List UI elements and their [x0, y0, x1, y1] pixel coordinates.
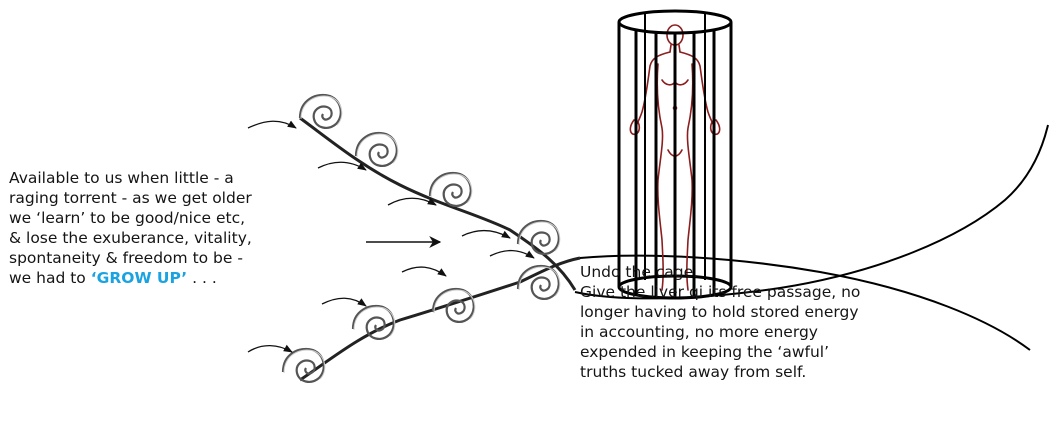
spiral-wave-icon: [356, 133, 398, 166]
right-caption-line: Undo the cage.: [580, 262, 860, 282]
flow-arrow-icon: [402, 267, 446, 276]
right-caption-line: expended in keeping the ‘awful’: [580, 342, 860, 362]
flow-arrow-icon: [322, 298, 366, 306]
grow-up-emphasis: ‘GROW UP’: [91, 269, 187, 287]
spiral-wave-icon: [518, 266, 560, 299]
caged-figure-icon: [619, 11, 731, 298]
left-caption-last-line: we had to ‘GROW UP’ . . .: [9, 268, 252, 288]
flow-arrow-icon: [248, 121, 296, 128]
flow-arrow-icon: [248, 346, 292, 352]
flow-arrow-icon: [490, 251, 534, 258]
flow-arrow-icon: [318, 162, 366, 170]
spiral-wave-icon: [353, 306, 395, 339]
left-caption-line: & lose the exuberance, vitality,: [9, 228, 252, 248]
left-caption-line: raging torrent - as we get older: [9, 188, 252, 208]
left-caption-line: Available to us when little - a: [9, 168, 252, 188]
left-caption-line: we ‘learn’ to be good/nice etc,: [9, 208, 252, 228]
right-caption-line: Give the liver qi its free passage, no: [580, 282, 860, 302]
right-caption-line: truths tucked away from self.: [580, 362, 860, 382]
last-line-prefix: we had to: [9, 269, 91, 287]
left-caption-line: spontaneity & freedom to be -: [9, 248, 252, 268]
right-caption-line: longer having to hold stored energy: [580, 302, 860, 322]
right-caption-line: in accounting, no more energy: [580, 322, 860, 342]
flow-arrow-icon: [462, 231, 510, 238]
spiral-wave-icon: [433, 289, 475, 322]
lower-torrent-line: [300, 258, 580, 380]
right-caption: Undo the cage. Give the liver qi its fre…: [580, 262, 860, 382]
left-caption: Available to us when little - a raging t…: [9, 168, 252, 288]
upper-torrent-line: [300, 118, 575, 290]
last-line-suffix: . . .: [187, 269, 217, 287]
